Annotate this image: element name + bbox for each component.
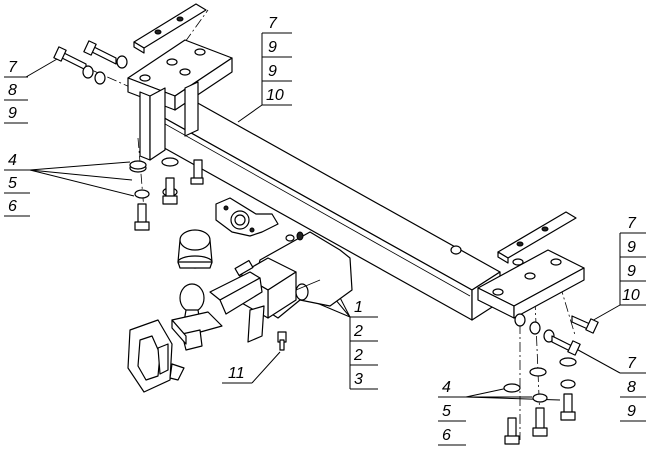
callout-label: 9 bbox=[627, 239, 636, 256]
callout-small-bolt: 11 bbox=[222, 351, 281, 384]
callout-label: 5 bbox=[442, 403, 451, 420]
bottom-fasteners bbox=[503, 357, 577, 445]
callout-label: 7 bbox=[268, 15, 278, 32]
callout-label: 9 bbox=[268, 63, 277, 80]
top-strip-plate bbox=[133, 3, 207, 54]
callout-label: 5 bbox=[8, 175, 17, 192]
left-mounting-bracket bbox=[127, 39, 233, 161]
right-strip-plate bbox=[497, 211, 577, 264]
callout-right-bracket: 7 9 9 10 bbox=[589, 215, 646, 323]
callout-label: 7 bbox=[8, 59, 18, 76]
callout-label: 4 bbox=[442, 379, 451, 396]
callout-label: 7 bbox=[627, 215, 637, 232]
ball-cap bbox=[177, 229, 213, 269]
callout-top-left-bolt: 7 8 9 bbox=[4, 54, 65, 124]
callout-label: 6 bbox=[442, 427, 451, 444]
callout-label: 9 bbox=[8, 105, 17, 122]
callout-label: 11 bbox=[228, 365, 245, 382]
callout-label: 4 bbox=[8, 152, 17, 169]
callout-label: 9 bbox=[268, 39, 277, 56]
top-left-bolt-set bbox=[53, 40, 128, 85]
small-bolt bbox=[277, 331, 287, 351]
right-mounting-bracket bbox=[450, 245, 585, 319]
callout-label: 7 bbox=[627, 355, 637, 372]
callout-label: 10 bbox=[622, 287, 640, 304]
callout-label: 1 bbox=[354, 299, 363, 316]
bracket-block bbox=[127, 319, 185, 393]
callout-label: 8 bbox=[627, 379, 636, 396]
callout-label: 10 bbox=[266, 87, 284, 104]
right-bolt-set bbox=[514, 313, 599, 356]
left-fasteners bbox=[129, 157, 204, 231]
tow-ball bbox=[171, 283, 223, 351]
callout-label: 2 bbox=[353, 347, 363, 364]
socket-plate bbox=[215, 197, 295, 242]
callout-label: 2 bbox=[353, 323, 363, 340]
hitch-drawbar bbox=[209, 231, 353, 343]
callout-label: 6 bbox=[8, 198, 17, 215]
callout-left-fasteners: 4 5 6 bbox=[4, 152, 135, 217]
callout-label: 9 bbox=[627, 403, 636, 420]
callout-label: 9 bbox=[627, 263, 636, 280]
callout-top-center-bracket: 7 9 9 10 bbox=[237, 15, 292, 123]
callout-label: 8 bbox=[8, 82, 17, 99]
callout-label: 3 bbox=[354, 371, 363, 388]
